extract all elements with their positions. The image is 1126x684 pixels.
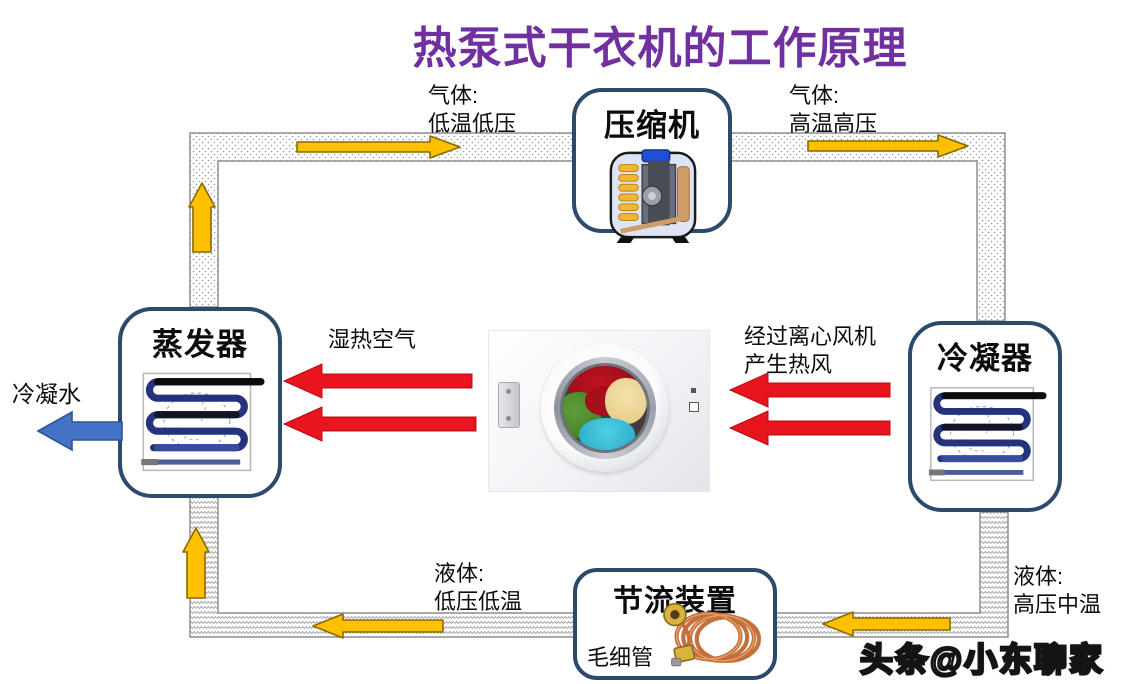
label-liquid-low-pressure-low-temp: 液体: 低压低温 <box>434 561 523 615</box>
humid-air-arrow-1 <box>282 363 473 399</box>
label-fan-hot-air: 经过离心风机 产生热风 <box>744 324 877 378</box>
hot-air-arrow-2 <box>728 410 891 446</box>
evaporator-label: 蒸发器 <box>152 327 248 362</box>
refrigerant-arrow-top-right <box>807 134 969 158</box>
condenser-box: 冷凝器 <box>908 321 1062 512</box>
dryer-drum-image <box>488 330 710 492</box>
refrigerant-arrow-up-bottom-left <box>182 527 210 599</box>
capillary-label: 毛细管 <box>587 645 654 670</box>
cyan-cloth <box>579 418 635 450</box>
evaporator-box: 蒸发器 <box>118 307 282 498</box>
drum-clothes <box>563 366 647 450</box>
label-humid-air: 湿热空气 <box>328 327 417 352</box>
compressor-box: 压缩机 <box>572 88 732 243</box>
refrigerant-arrow-bottom-right <box>822 611 951 637</box>
compressor-label: 压缩机 <box>604 108 700 143</box>
drum-door-hinge <box>498 382 520 428</box>
capillary-tube-icon <box>663 602 762 667</box>
page-title: 热泵式干衣机的工作原理 <box>412 24 908 73</box>
watermark: 头条@小东聊家装 <box>859 640 1105 680</box>
compressor-icon <box>609 149 697 243</box>
refrigerant-arrow-up-left <box>188 182 216 253</box>
label-gas-low-temp-low-pressure: 气体: 低温低压 <box>428 83 517 137</box>
label-gas-high-temp-high-pressure: 气体: 高温高压 <box>789 83 878 137</box>
evaporator-coil-icon <box>141 372 265 472</box>
drum-button-small <box>691 388 696 393</box>
drum-button-square <box>689 402 699 412</box>
label-condensate-water: 冷凝水 <box>12 381 81 407</box>
condenser-label: 冷凝器 <box>937 341 1033 376</box>
refrigerant-arrow-bottom-center <box>312 613 444 639</box>
compressor-coil <box>618 164 639 221</box>
condensate-arrow <box>36 410 123 452</box>
condenser-coil-icon <box>928 387 1047 482</box>
yellow-cloth <box>605 378 647 424</box>
humid-air-arrow-2 <box>282 406 477 442</box>
throttle-box: 节流装置 毛细管 <box>573 568 777 680</box>
refrigerant-arrow-top-left <box>296 135 461 159</box>
hot-air-arrow-1 <box>728 372 891 408</box>
label-liquid-high-pressure-mid-temp: 液体: 高压中温 <box>1013 564 1102 618</box>
